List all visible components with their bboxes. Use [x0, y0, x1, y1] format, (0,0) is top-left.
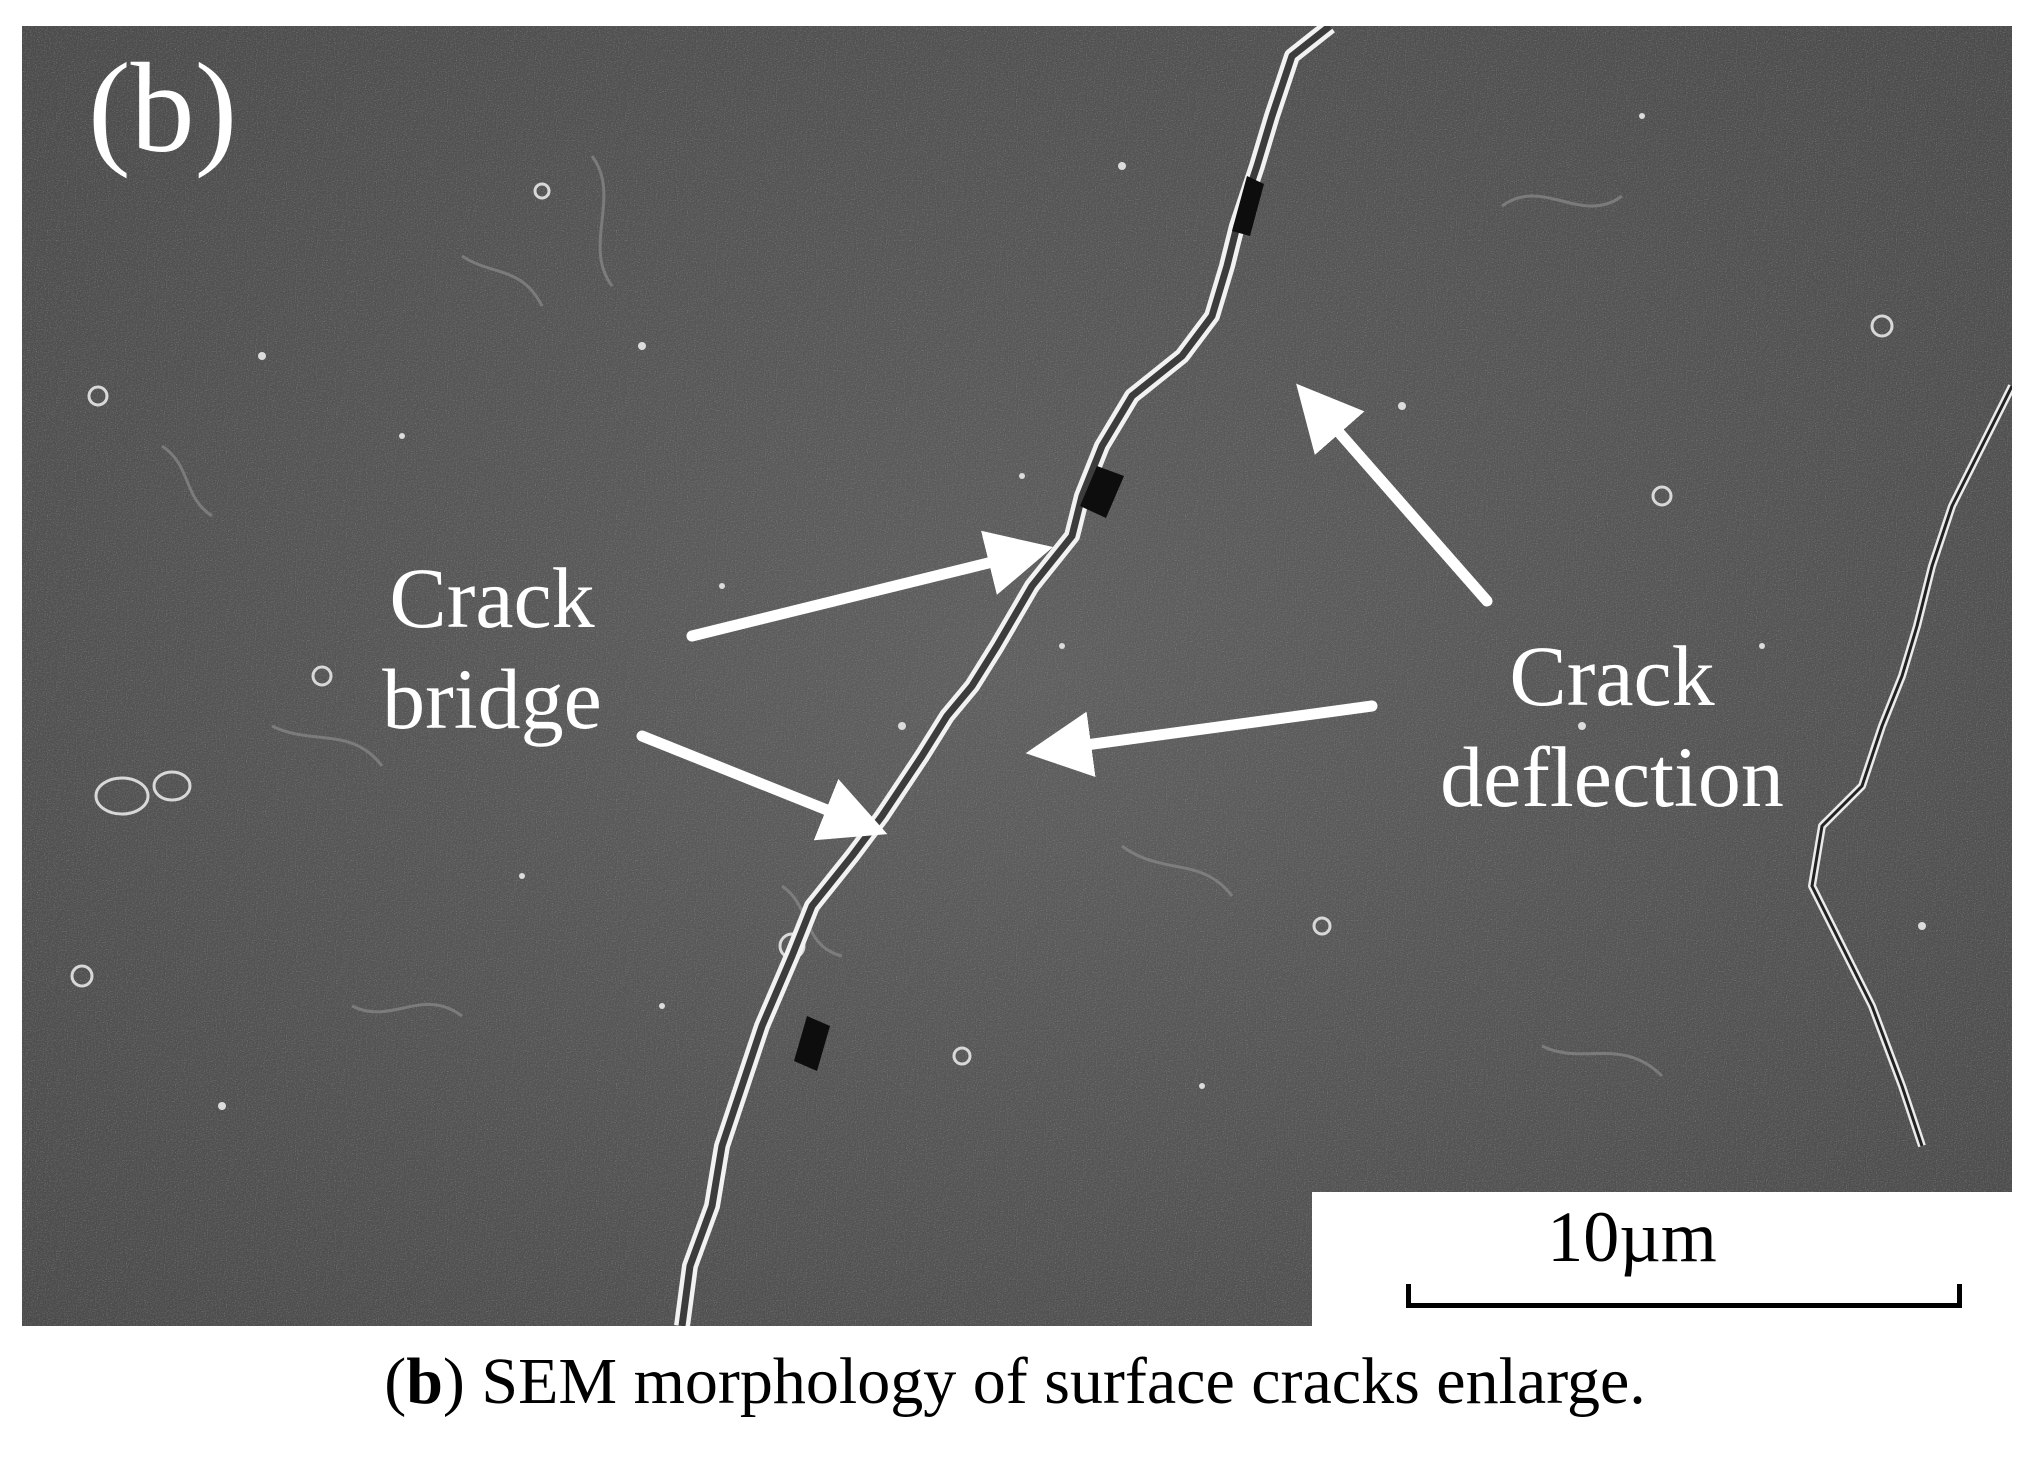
crack-bridge-label: Crack bridge	[312, 548, 672, 751]
crack-bridge-line2: bridge	[382, 651, 602, 748]
scale-bar-label: 10µm	[1547, 1197, 1717, 1277]
crack-void	[794, 1016, 830, 1071]
arrow-crack-deflection-upper	[1296, 383, 1493, 607]
sem-micrograph: (b) Crack bridge Crack deflection 10µm	[22, 26, 2012, 1326]
arrow-crack-bridge-upper	[686, 530, 1054, 642]
panel-label: (b)	[88, 37, 238, 179]
crack-deflection-label: Crack deflection	[1362, 626, 1862, 829]
secondary-crack	[1808, 384, 2012, 1148]
arrow-crack-deflection-lower	[1025, 700, 1378, 778]
arrow-crack-bridge-lower	[636, 730, 888, 841]
main-crack	[674, 26, 1335, 1326]
caption-letter: b	[406, 1345, 443, 1418]
crack-deflection-line2: deflection	[1440, 729, 1784, 826]
figure-caption: (b) SEM morphology of surface cracks enl…	[0, 1336, 2030, 1428]
crack-void	[1232, 176, 1264, 236]
surface-texture	[161, 155, 1664, 1078]
crack-deflection-line1: Crack	[1509, 628, 1715, 724]
annotation-arrows	[636, 383, 1493, 841]
surface-background	[22, 26, 2012, 1326]
crack-void	[1080, 466, 1124, 518]
caption-open: (	[384, 1345, 407, 1418]
scale-bar-box: 10µm	[1312, 1192, 2012, 1326]
sem-image	[22, 26, 2012, 1326]
caption-text: ) SEM morphology of surface cracks enlar…	[442, 1345, 1646, 1418]
scale-bar	[1406, 1284, 1962, 1308]
crack-bridge-line1: Crack	[389, 550, 595, 646]
